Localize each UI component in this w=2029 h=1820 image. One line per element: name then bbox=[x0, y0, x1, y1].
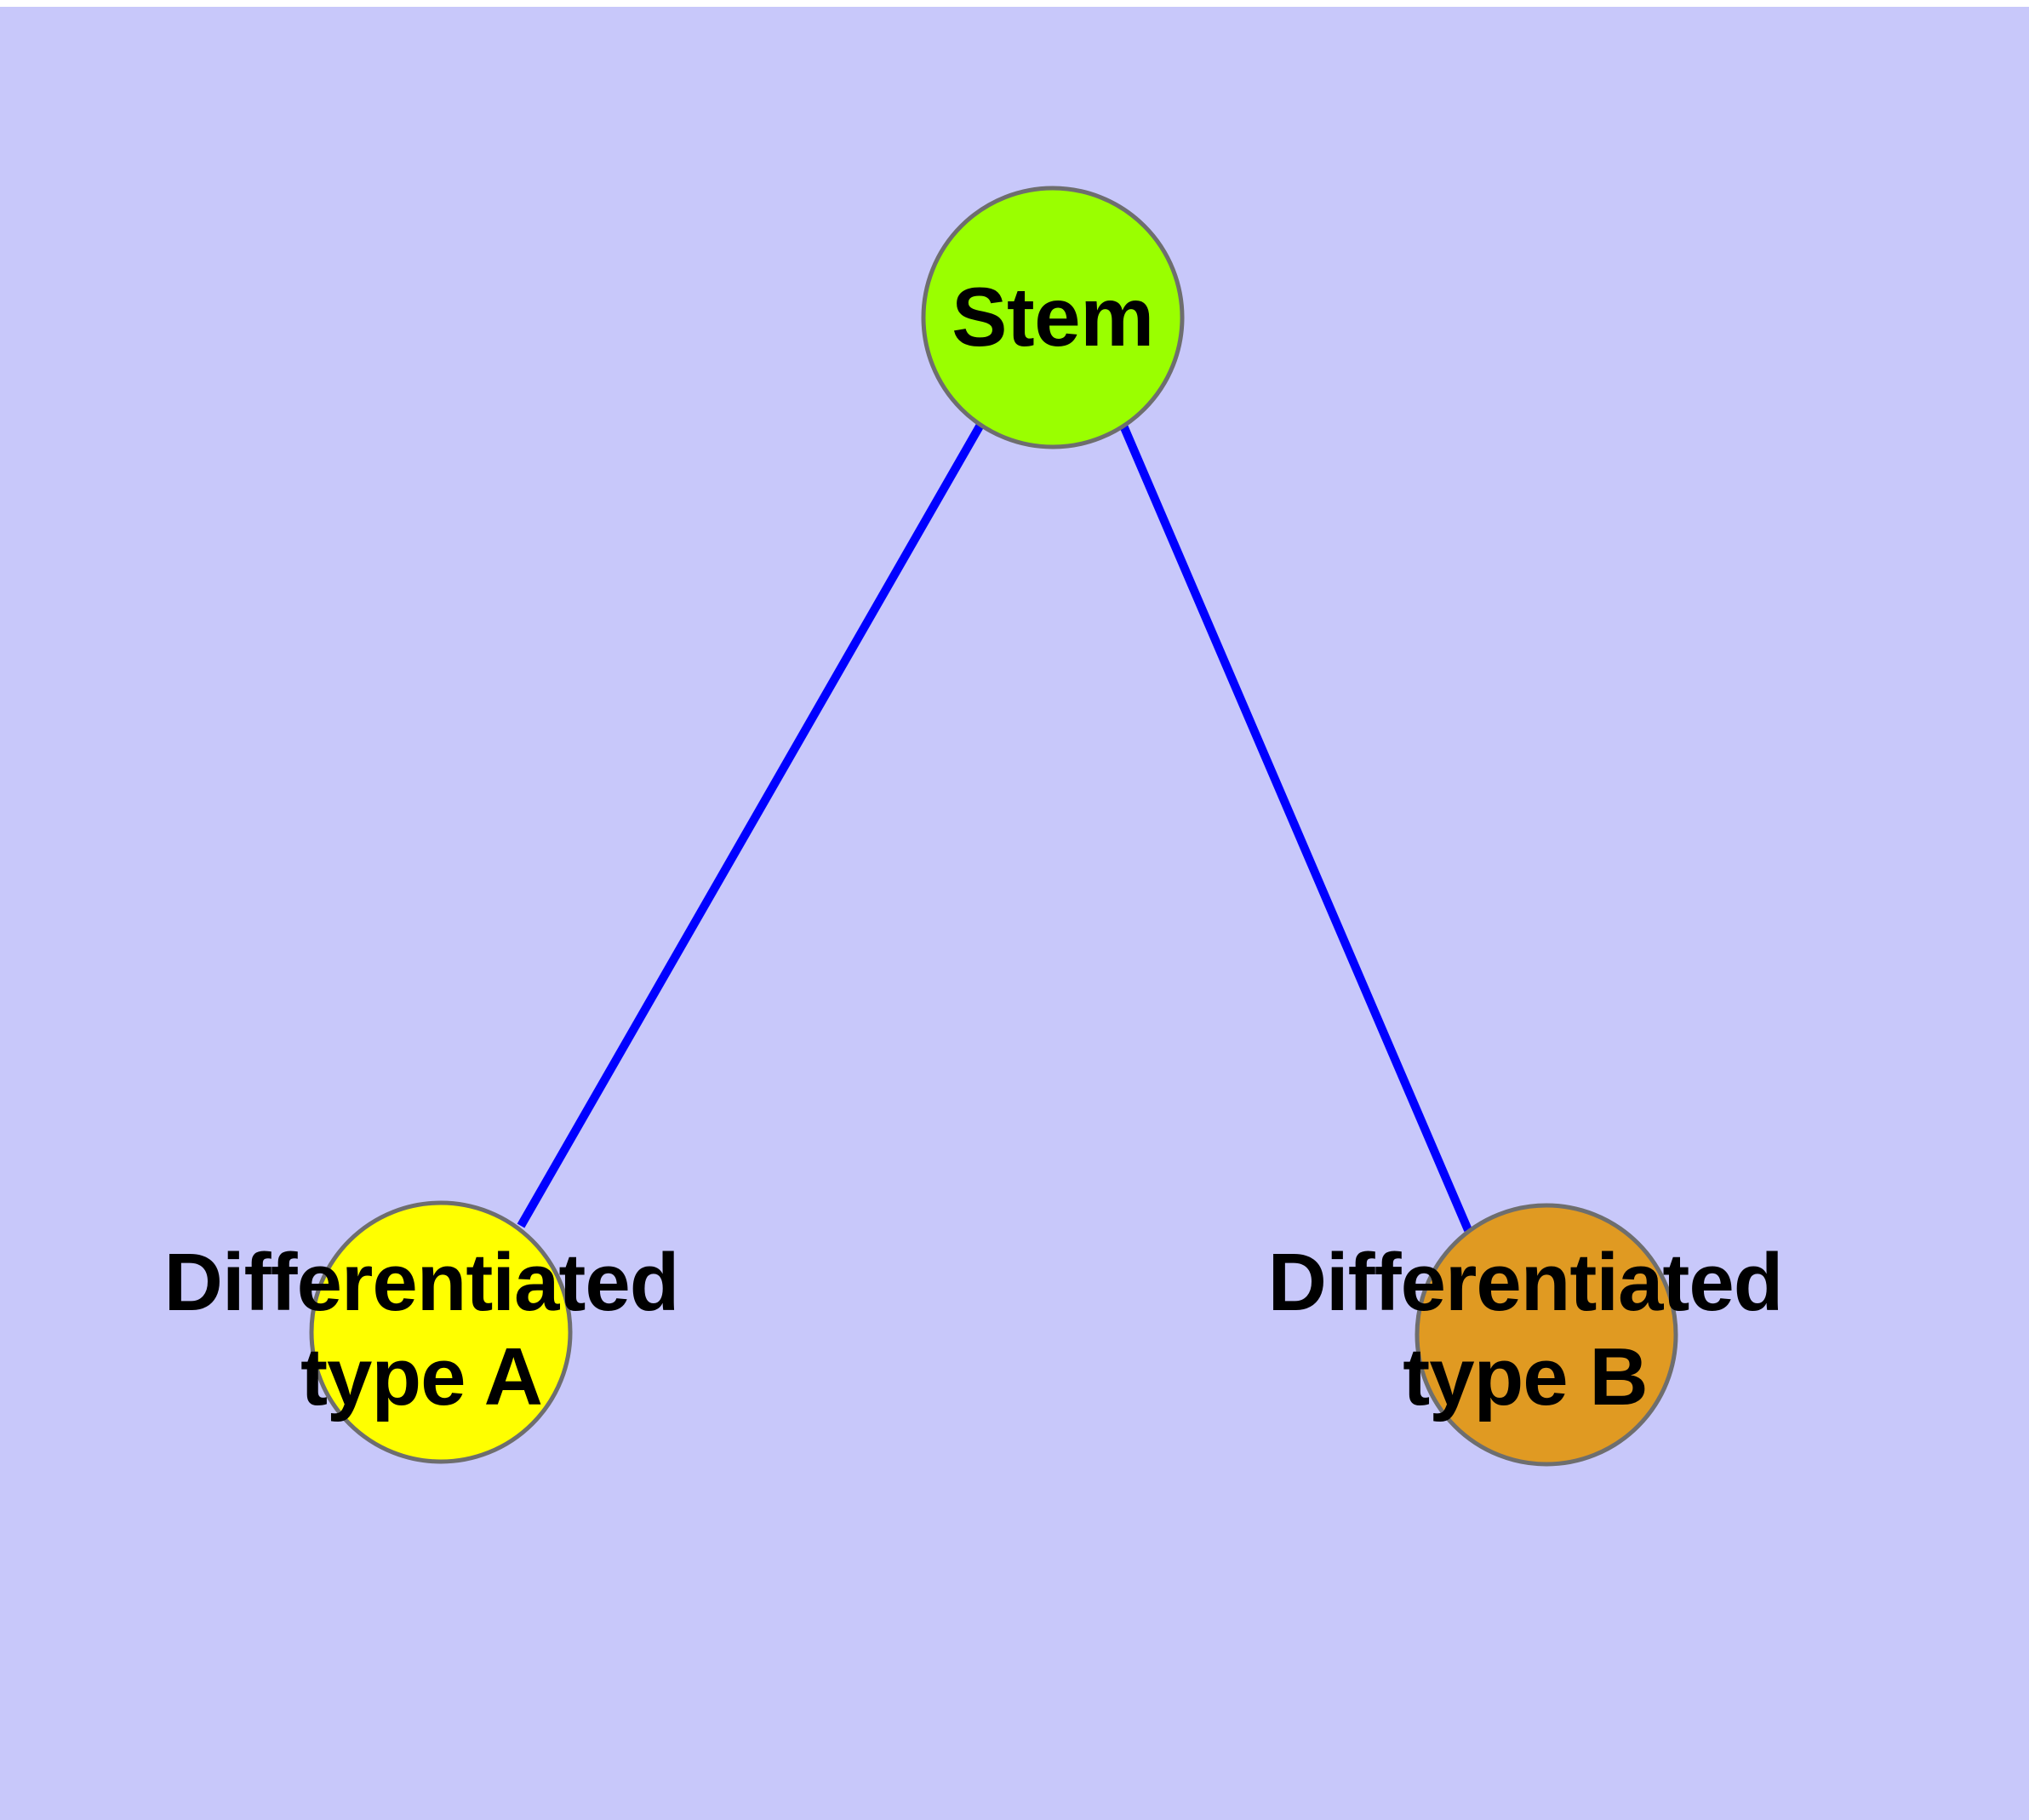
edge-stem-to-diff-b[interactable] bbox=[1119, 424, 1472, 1232]
node-stem[interactable] bbox=[921, 186, 1185, 449]
edge-stem-to-diff-a[interactable] bbox=[517, 422, 985, 1228]
node-differentiated-type-a[interactable] bbox=[309, 1200, 573, 1464]
node-differentiated-type-b[interactable] bbox=[1415, 1203, 1678, 1467]
